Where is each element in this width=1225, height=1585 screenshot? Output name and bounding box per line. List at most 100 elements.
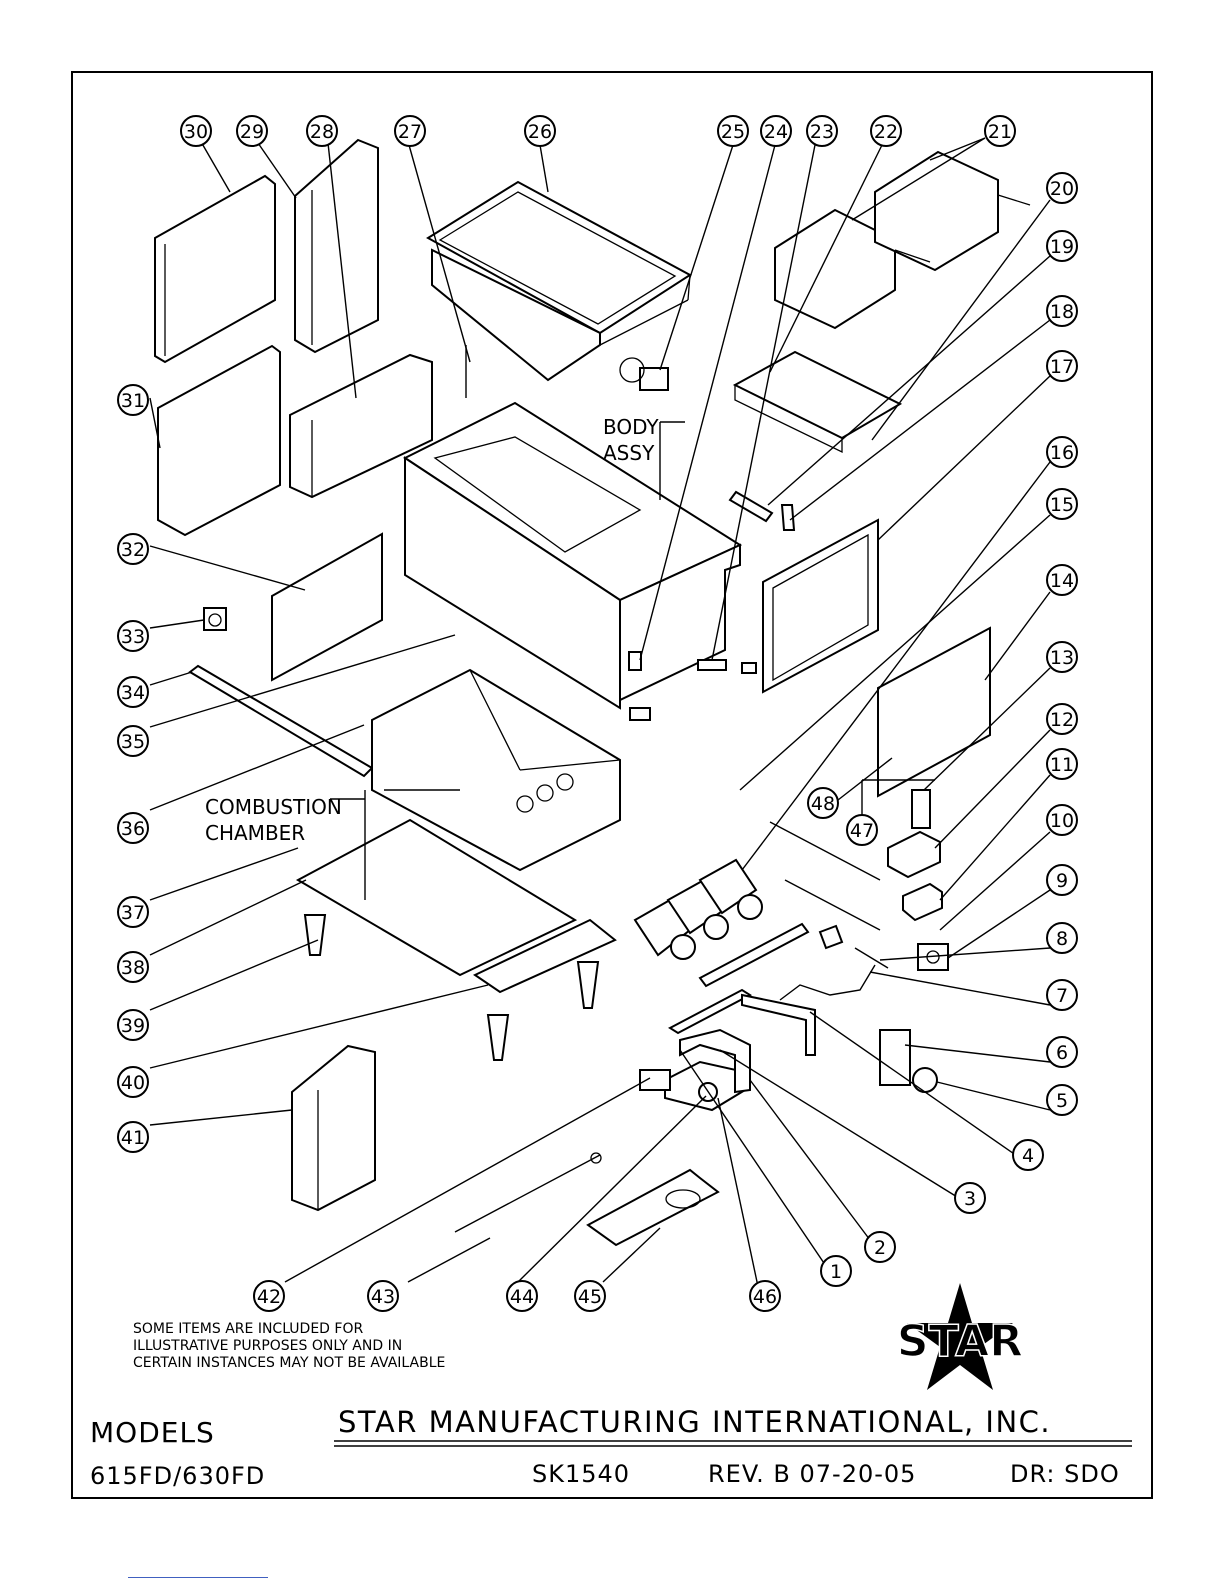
svg-text:7: 7 [1056,985,1068,1007]
part-18-handle [780,504,796,531]
part-39-leg-3 [576,961,600,1009]
callout-47: 47 [846,814,878,846]
part-24-clip [628,651,642,671]
svg-text:23: 23 [810,121,834,143]
callout-9: 9 [1046,864,1078,896]
revision: REV. B 07-20-05 [708,1460,916,1488]
part-11-control [902,882,943,922]
callout-12: 12 [1046,703,1078,735]
part-39-leg-2 [486,1014,510,1061]
part-3-bracket [667,988,753,1035]
callout-29: 29 [236,115,268,147]
svg-text:34: 34 [121,682,145,704]
callout-35: 35 [117,725,149,757]
callout-34: 34 [117,676,149,708]
part-16-panel [877,626,991,798]
callout-6: 6 [1046,1036,1078,1068]
combustion-label-2: CHAMBER [205,821,305,845]
svg-text:48: 48 [811,793,835,815]
part-34-tube [188,664,374,778]
svg-text:35: 35 [121,731,145,753]
star-logo-text: STAR [897,1316,1023,1367]
svg-text:36: 36 [121,818,145,840]
callout-25: 25 [717,115,749,147]
part-21-basket-2 [874,150,999,272]
callout-8: 8 [1046,922,1078,954]
callout-1: 1 [820,1255,852,1287]
title-block: STAR MANUFACTURING INTERNATIONAL, INC. M… [90,1405,1132,1490]
part-6-plate [879,1029,911,1086]
callout-15: 15 [1046,488,1078,520]
svg-text:9: 9 [1056,870,1068,892]
availability-note: SOME ITEMS ARE INCLUDED FOR ILLUSTRATIVE… [133,1321,445,1371]
callout-24: 24 [760,115,792,147]
svg-text:4: 4 [1022,1145,1034,1167]
callout-46: 46 [749,1280,781,1312]
callout-27: 27 [394,115,426,147]
part-37-base-plate [295,818,578,977]
callout-19: 19 [1046,230,1078,262]
svg-text:28: 28 [310,121,334,143]
drawn-by: DR: SDO [1010,1460,1120,1488]
combustion-label-1: COMBUSTION [205,795,342,819]
svg-text:12: 12 [1050,709,1074,731]
callout-48: 48 [807,787,839,819]
footer-rule [128,1577,268,1578]
svg-text:45: 45 [578,1286,602,1308]
company-name: STAR MANUFACTURING INTERNATIONAL, INC. [338,1405,1051,1439]
callout-33: 33 [117,620,149,652]
part-8-pilot [818,924,844,950]
callout-32: 32 [117,533,149,565]
part-12-bracket [887,830,941,879]
star-logo-shape [907,1283,1013,1390]
svg-text:25: 25 [721,121,745,143]
part-29-channel [294,138,379,354]
part-42-label [639,1069,671,1091]
drawing-border [71,71,1153,1499]
svg-text:32: 32 [121,539,145,561]
part-3-bracket-arm [741,993,816,1056]
svg-text:8: 8 [1056,928,1068,950]
callout-40: 40 [117,1066,149,1098]
svg-text:47: 47 [850,820,874,842]
svg-text:18: 18 [1050,301,1074,323]
svg-text:42: 42 [257,1286,281,1308]
callout-5: 5 [1046,1084,1078,1116]
svg-text:38: 38 [121,957,145,979]
part-15-manifold [698,922,810,988]
part-clip-3 [741,662,757,674]
part-5-button [912,1067,938,1093]
callout-21: 21 [984,115,1016,147]
part-33-plate [203,607,227,631]
svg-text:2: 2 [874,1237,886,1259]
callout-31: 31 [117,384,149,416]
svg-text:27: 27 [398,121,422,143]
callout-18: 18 [1046,295,1078,327]
svg-text:13: 13 [1050,647,1074,669]
svg-text:24: 24 [764,121,788,143]
svg-text:33: 33 [121,626,145,648]
models-label: MODELS [90,1416,215,1449]
svg-text:40: 40 [121,1072,145,1094]
callout-36: 36 [117,812,149,844]
callout-2: 2 [864,1231,896,1263]
part-30-panel [154,174,276,364]
svg-text:43: 43 [371,1286,395,1308]
svg-text:19: 19 [1050,236,1074,258]
callout-7: 7 [1046,979,1078,1011]
callout-45: 45 [574,1280,606,1312]
callout-23: 23 [806,115,838,147]
callout-22: 22 [870,115,902,147]
star-logo: STAR [896,1283,1024,1390]
part-43-thermocouple [454,1154,601,1233]
part-22-hanger [732,350,903,440]
svg-text:37: 37 [121,902,145,924]
callout-39: 39 [117,1009,149,1041]
callout-44: 44 [506,1280,538,1312]
callout-30: 30 [180,115,212,147]
svg-text:17: 17 [1050,356,1074,378]
callout-38: 38 [117,951,149,983]
callout-13: 13 [1046,641,1078,673]
models-value: 615FD/630FD [90,1462,265,1490]
part-41-cover [291,1044,376,1212]
